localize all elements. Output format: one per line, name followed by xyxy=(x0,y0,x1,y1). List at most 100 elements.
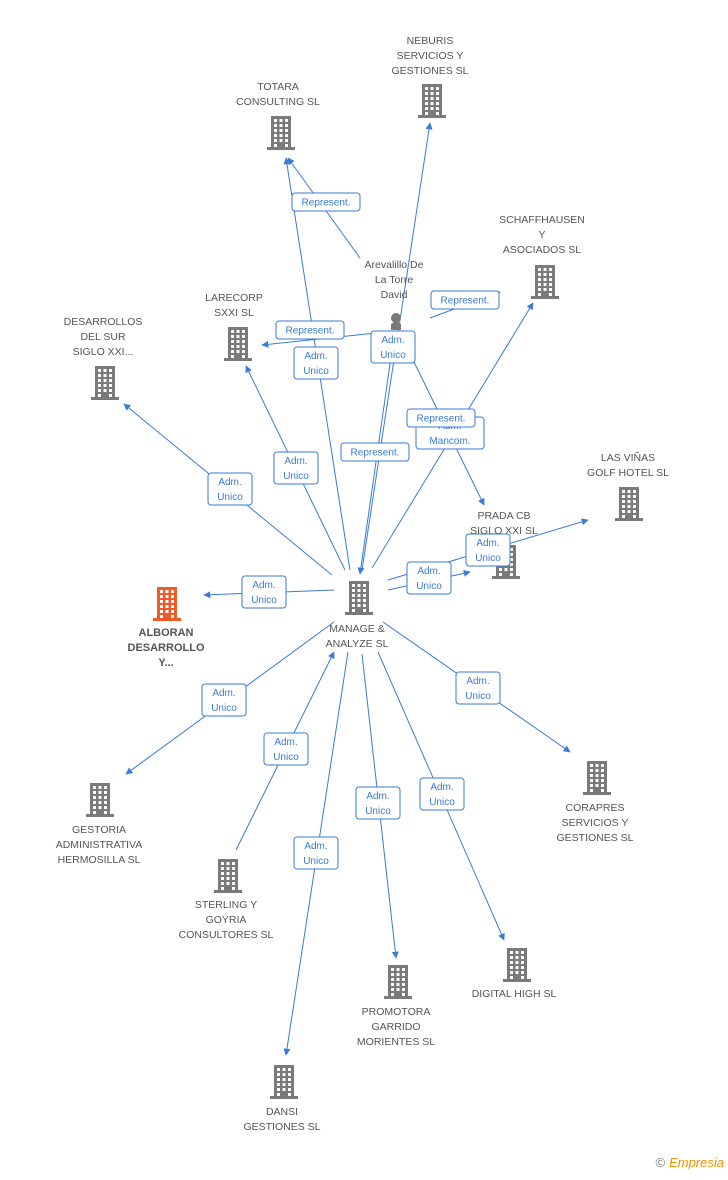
node-label-line[interactable]: SCHAFFHAUSEN xyxy=(499,214,585,226)
edge-label[interactable]: Represent. xyxy=(406,408,476,428)
node-lasvinas[interactable]: LAS VIÑAS GOLF HOTEL SL xyxy=(587,451,669,521)
edge-label[interactable]: Adm.Unico xyxy=(263,732,309,766)
edge-label[interactable]: Adm.Unico xyxy=(465,533,511,567)
node-gestoria[interactable]: GESTORIA ADMINISTRATIVA HERMOSILLA SL xyxy=(56,783,143,866)
building-icon[interactable] xyxy=(267,116,295,150)
building-icon[interactable] xyxy=(86,783,114,817)
edge-label-box[interactable] xyxy=(273,451,319,485)
edge-label-box[interactable] xyxy=(406,408,476,428)
edge-label-box[interactable] xyxy=(419,777,465,811)
node-corapres[interactable]: CORAPRES SERVICIOS Y GESTIONES SL xyxy=(556,761,634,844)
node-label-line[interactable]: GOYRIA xyxy=(206,914,247,926)
building-icon[interactable] xyxy=(345,581,373,615)
node-label-line[interactable]: Arevalillo De xyxy=(365,259,424,271)
edge-label[interactable]: Adm.Unico xyxy=(455,671,501,705)
edge-label-box[interactable] xyxy=(355,786,401,820)
node-label-line[interactable]: PROMOTORA xyxy=(362,1006,431,1018)
edge-label[interactable]: Adm.Unico xyxy=(241,575,287,609)
edge-label-box[interactable] xyxy=(241,575,287,609)
node-larecorp[interactable]: LARECORP SXXI SL xyxy=(205,292,263,361)
node-promotora[interactable]: PROMOTORA GARRIDO MORIENTES SL xyxy=(357,965,435,1048)
node-label-line[interactable]: ALBORAN xyxy=(139,627,194,639)
building-icon[interactable] xyxy=(214,859,242,893)
building-icon[interactable] xyxy=(615,487,643,521)
edge-label-box[interactable] xyxy=(291,192,361,212)
edge-label[interactable]: Represent. xyxy=(291,192,361,212)
node-label-line[interactable]: HERMOSILLA SL xyxy=(58,854,141,866)
edge-label-box[interactable] xyxy=(263,732,309,766)
edge-label-box[interactable] xyxy=(455,671,501,705)
node-digital[interactable]: DIGITAL HIGH SL xyxy=(472,948,557,1000)
node-label-line[interactable]: David xyxy=(381,289,408,301)
edge-label[interactable]: Adm.Unico xyxy=(419,777,465,811)
node-label-line[interactable]: SXXI SL xyxy=(214,307,254,319)
node-label-line[interactable]: NEBURIS xyxy=(407,35,454,47)
edge-label[interactable]: Adm.Unico xyxy=(273,451,319,485)
edge-label[interactable]: Represent. xyxy=(430,290,500,310)
edge-label[interactable]: Represent. xyxy=(275,320,345,340)
node-label-line[interactable]: GOLF HOTEL SL xyxy=(587,467,669,479)
node-label-line[interactable]: CONSULTING SL xyxy=(236,96,320,108)
node-label-line[interactable]: STERLING Y xyxy=(195,899,257,911)
node-label-line[interactable]: SIGLO XXI... xyxy=(73,346,134,358)
node-sterling[interactable]: STERLING Y GOYRIA CONSULTORES SL xyxy=(179,859,274,941)
node-label-line[interactable]: GARRIDO xyxy=(371,1021,420,1033)
node-label-line[interactable]: MORIENTES SL xyxy=(357,1036,435,1048)
node-label-line[interactable]: Y... xyxy=(158,657,173,669)
node-schaffhausen[interactable]: SCHAFFHAUSEN Y ASOCIADOS SL xyxy=(499,214,585,299)
node-label-line[interactable]: GESTIONES SL xyxy=(391,65,468,77)
node-label-line[interactable]: DESARROLLOS xyxy=(64,316,143,328)
brand-logo[interactable]: Empresia xyxy=(669,1155,724,1170)
node-alboran[interactable]: ALBORAN DESARROLLO Y... xyxy=(128,587,205,669)
node-dansi[interactable]: DANSI GESTIONES SL xyxy=(243,1065,321,1133)
node-label-line[interactable]: ASOCIADOS SL xyxy=(503,244,581,256)
edge-label-box[interactable] xyxy=(201,683,247,717)
building-icon[interactable] xyxy=(153,587,181,621)
node-label-line[interactable]: LAS VIÑAS xyxy=(601,451,655,464)
node-label-line[interactable]: CORAPRES xyxy=(566,802,625,814)
edge-label-box[interactable] xyxy=(370,330,416,364)
edge-label-box[interactable] xyxy=(207,472,253,506)
node-label-line[interactable]: GESTIONES SL xyxy=(243,1121,320,1133)
node-label-line[interactable]: DESARROLLO xyxy=(128,642,205,654)
edge-label[interactable]: Adm.Unico xyxy=(201,683,247,717)
edge-label[interactable]: Adm.Unico xyxy=(293,836,339,870)
node-label-line[interactable]: La Torre xyxy=(375,274,413,286)
node-label-line[interactable]: GESTORIA xyxy=(72,824,126,836)
node-label-line[interactable]: SERVICIOS Y xyxy=(562,817,629,829)
node-label-line[interactable]: ANALYZE SL xyxy=(326,638,389,650)
node-label-line[interactable]: ADMINISTRATIVA xyxy=(56,839,143,851)
person-icon[interactable] xyxy=(391,313,401,330)
building-icon[interactable] xyxy=(583,761,611,795)
building-icon[interactable] xyxy=(503,948,531,982)
edge-label[interactable]: Adm.Unico xyxy=(370,330,416,364)
node-label-line[interactable]: Y xyxy=(538,229,545,241)
node-label-line[interactable]: SERVICIOS Y xyxy=(397,50,464,62)
edge-label-box[interactable] xyxy=(430,290,500,310)
node-label-line[interactable]: CONSULTORES SL xyxy=(179,929,274,941)
edge-label[interactable]: Represent. xyxy=(340,442,410,462)
building-icon[interactable] xyxy=(384,965,412,999)
edge-label-box[interactable] xyxy=(340,442,410,462)
edge-label-box[interactable] xyxy=(406,561,452,595)
building-icon[interactable] xyxy=(270,1065,298,1099)
node-label-line[interactable]: DANSI xyxy=(266,1106,298,1118)
building-icon[interactable] xyxy=(91,366,119,400)
edge-label-box[interactable] xyxy=(275,320,345,340)
building-icon[interactable] xyxy=(224,327,252,361)
node-label-line[interactable]: DIGITAL HIGH SL xyxy=(472,988,557,1000)
node-label-line[interactable]: PRADA CB xyxy=(477,510,530,522)
building-icon[interactable] xyxy=(531,265,559,299)
edge-label[interactable]: Adm.Unico xyxy=(355,786,401,820)
building-icon[interactable] xyxy=(418,84,446,118)
edge-label-box[interactable] xyxy=(293,836,339,870)
edge-label[interactable]: Adm.Unico xyxy=(293,346,339,380)
node-label-line[interactable]: MANAGE & xyxy=(329,623,384,635)
node-label-line[interactable]: GESTIONES SL xyxy=(556,832,633,844)
node-label-line[interactable]: LARECORP xyxy=(205,292,263,304)
node-manage[interactable]: MANAGE & ANALYZE SL xyxy=(326,581,389,650)
edge-label-box[interactable] xyxy=(465,533,511,567)
